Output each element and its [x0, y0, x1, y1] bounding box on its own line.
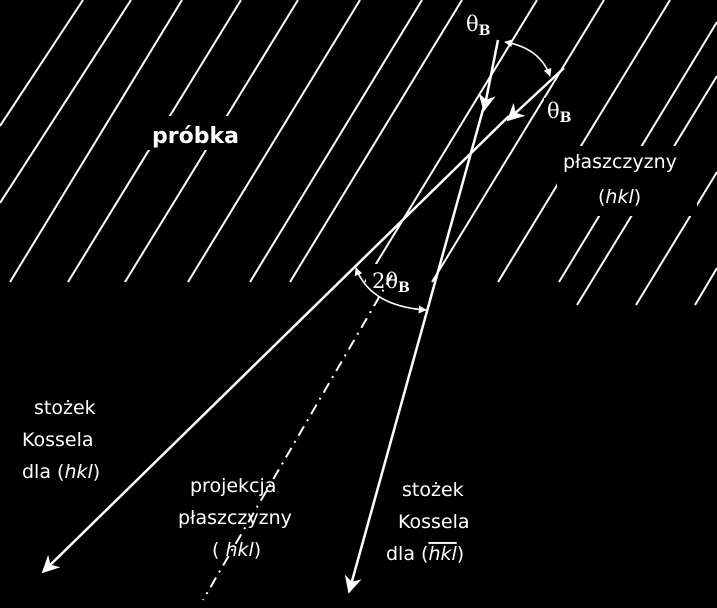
plane-line: [0, 0, 84, 127]
projection-label-line2: płaszczyzny: [178, 507, 292, 529]
right-cone-label-line2: Kossela: [398, 511, 470, 533]
planes-label-mask: [557, 146, 697, 216]
two-theta-bragg-label: 2θB: [372, 269, 410, 296]
sample-label-mask: [145, 116, 245, 150]
theta-right-mask: [544, 98, 580, 128]
left-cone-label-line1: stożek: [34, 397, 96, 419]
left-cone-label-line2: Kossela: [22, 429, 94, 451]
theta-bragg-top-label: θB: [466, 12, 491, 39]
incident-ray-right: [506, 67, 565, 122]
theta-top-mask: [458, 8, 500, 40]
sample-label: próbka: [152, 124, 239, 149]
plane-line: [0, 0, 132, 204]
theta-symbol: θ: [466, 12, 479, 36]
projection-label-line1: projekcja: [190, 475, 276, 497]
plane-line: [249, 0, 423, 283]
planes-label: płaszczyzny: [563, 151, 677, 173]
plane-line: [694, 267, 717, 306]
right-cone-label-line1: stożek: [402, 479, 464, 501]
diffracted-ray-right-cone: [344, 105, 486, 594]
plane-line: [9, 0, 183, 283]
projection-label-line3: ( hkl): [212, 539, 261, 561]
plane-line: [289, 0, 463, 283]
incident-ray-left: [478, 39, 500, 112]
theta-symbol: θ: [547, 99, 560, 123]
two-theta-prefix: 2θ: [372, 269, 398, 293]
plane-line: [431, 0, 605, 283]
right-cone-label-line3: dla (hkl): [386, 543, 464, 565]
plane-line: [635, 171, 717, 306]
theta-angle-arc: [504, 39, 552, 77]
theta-subscript: B: [398, 280, 410, 296]
plane-line: [497, 0, 671, 283]
diffracted-ray-left-cone: [41, 115, 510, 574]
planes-hkl-label: (hkl): [598, 186, 641, 208]
theta-bragg-right-label: θB: [547, 99, 572, 126]
two-theta-angle-arc: [354, 267, 427, 314]
theta-subscript: B: [479, 23, 491, 39]
left-cone-label-line3: dla (hkl): [22, 461, 100, 483]
theta-subscript: B: [560, 110, 572, 126]
plane-line: [187, 0, 361, 283]
